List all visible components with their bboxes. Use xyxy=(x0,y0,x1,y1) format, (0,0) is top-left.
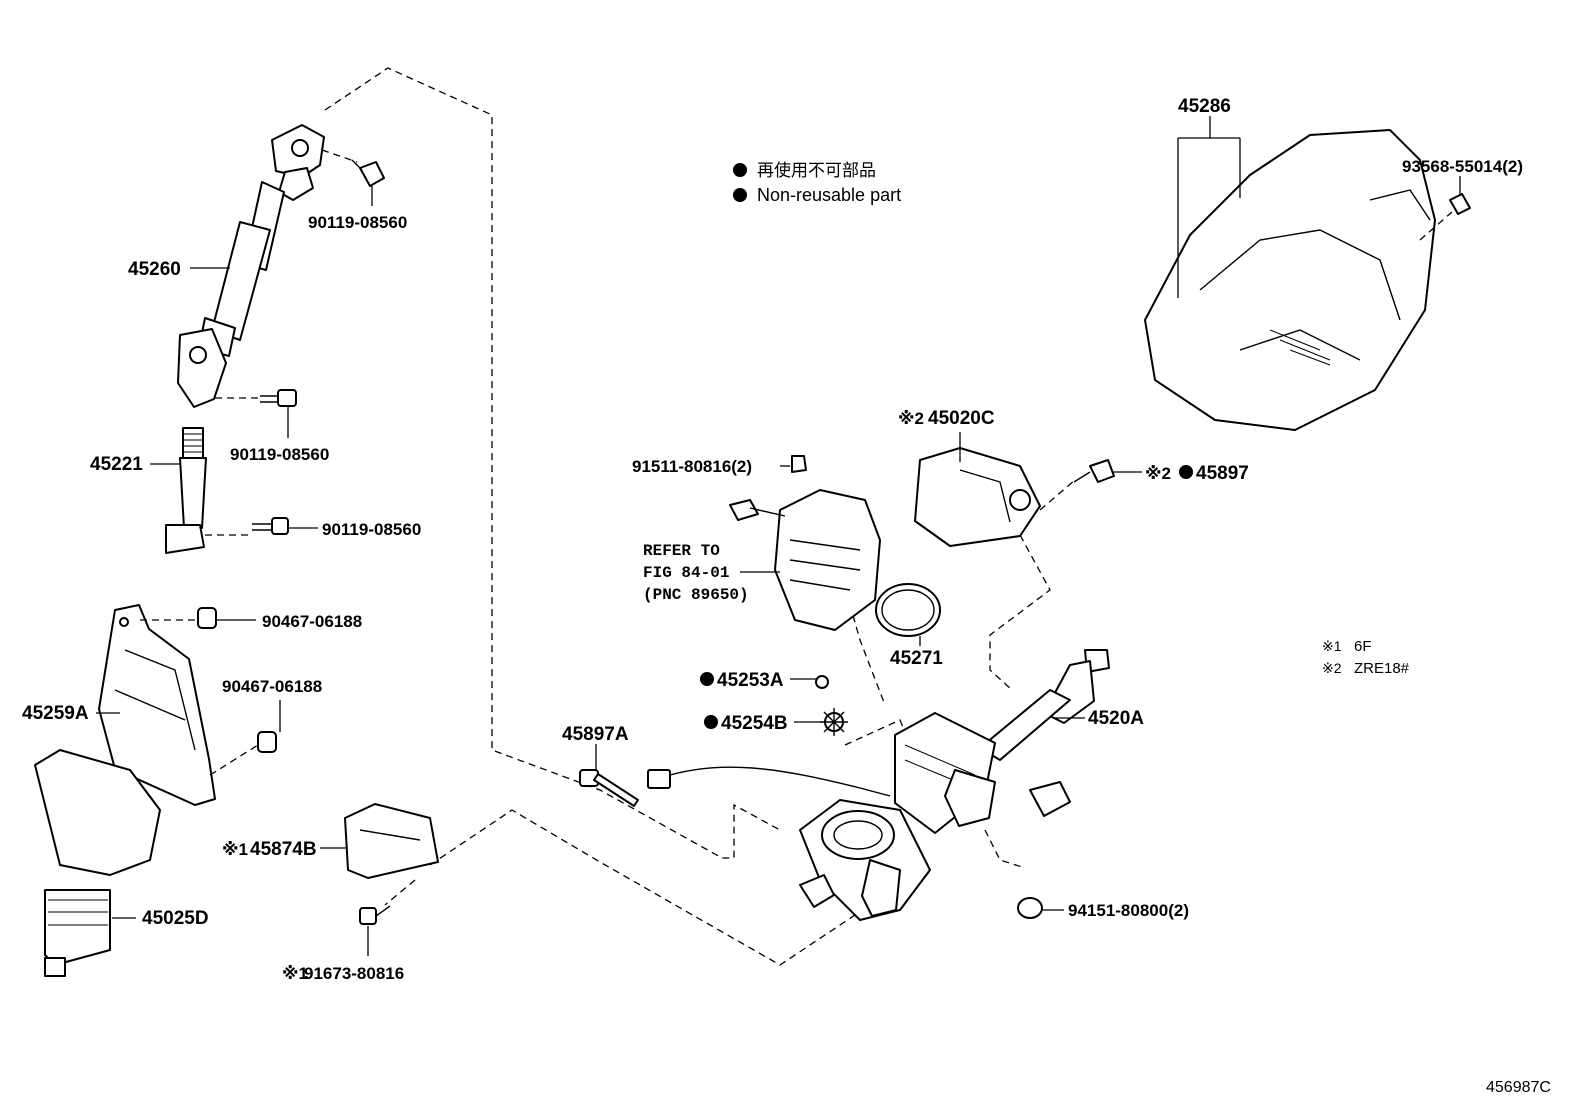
bracket-45874B xyxy=(344,803,439,879)
label-45897: 45897 xyxy=(1196,463,1249,484)
label-45221: 45221 xyxy=(90,454,143,475)
label-45020C-mark: ※2 xyxy=(898,409,924,428)
label-refer-line3: (PNC 89650) xyxy=(643,586,749,604)
clip-90467-a xyxy=(197,607,217,629)
label-45260: 45260 xyxy=(128,259,181,280)
legend-text-jp: 再使用不可部品 xyxy=(757,160,876,180)
label-45254B: 45254B xyxy=(721,713,788,734)
leader-45286 xyxy=(1177,116,1241,298)
legend-dot-2 xyxy=(733,188,747,202)
note-text-1: 6F xyxy=(1354,638,1372,655)
label-refer-line2: FIG 84-01 xyxy=(643,564,729,582)
legend-text-en: Non-reusable part xyxy=(757,185,901,205)
connector xyxy=(647,769,671,789)
note-mark-1: ※1 xyxy=(1322,638,1342,654)
label-90467-06188-a: 90467-06188 xyxy=(262,612,362,631)
ring-45271 xyxy=(875,583,941,637)
label-94151-80800: 94151-80800(2) xyxy=(1068,901,1189,920)
label-93568-55014: 93568-55014(2) xyxy=(1402,157,1523,176)
label-45897A: 45897A xyxy=(562,724,629,745)
label-90119-08560-c: 90119-08560 xyxy=(322,520,421,539)
figure-id: 456987C xyxy=(1486,1079,1551,1096)
label-90467-06188-b: 90467-06188 xyxy=(222,677,322,696)
note-mark-2: ※2 xyxy=(1322,660,1342,676)
bolt-90119-a xyxy=(351,159,385,187)
screw-45897 xyxy=(1073,459,1115,483)
label-45874B: 45874B xyxy=(250,839,317,860)
label-4520A: 4520A xyxy=(1088,708,1144,729)
part-45253A xyxy=(815,675,829,689)
label-refer-line1: REFER TO xyxy=(643,542,720,560)
label-90119-08560-b: 90119-08560 xyxy=(230,445,329,464)
nut-94151 xyxy=(1017,897,1043,919)
screw-93568 xyxy=(1449,193,1471,215)
label-91511-80816: 91511-80816(2) xyxy=(632,457,752,476)
label-45271: 45271 xyxy=(890,648,943,669)
cover-45259A xyxy=(98,604,216,806)
shaft-45221 xyxy=(165,427,207,554)
wire-harness xyxy=(659,766,891,797)
legend: 再使用不可部品 Non-reusable part xyxy=(733,160,901,205)
screw-91511 xyxy=(791,455,807,473)
part-45254B xyxy=(820,708,848,736)
non-reusable-dot-45253A xyxy=(700,672,714,686)
bolt-90119-c xyxy=(252,517,289,535)
bolt-91673 xyxy=(359,905,391,925)
label-45025D: 45025D xyxy=(142,908,209,929)
label-45874B-mark: ※1 xyxy=(222,840,248,859)
dashed-link-94151 xyxy=(984,829,1026,869)
bolt-90119-b xyxy=(260,389,297,407)
label-45253A: 45253A xyxy=(717,670,784,691)
label-45286: 45286 xyxy=(1178,96,1231,117)
housing-45020C xyxy=(914,447,1041,547)
intermediate-shaft-45260 xyxy=(177,124,325,408)
bolt-45897A xyxy=(579,769,639,807)
assembly-outline-dashed-right xyxy=(989,534,1051,691)
non-reusable-dot-45254B xyxy=(704,715,718,729)
steering-column-4520A xyxy=(799,649,1110,921)
label-45897-mark: ※2 xyxy=(1145,464,1171,483)
assembly-outline-dashed-lower xyxy=(429,809,901,966)
label-91673-80816: 91673-80816 xyxy=(304,964,404,983)
column-cover-45286 xyxy=(1144,129,1436,431)
label-45259A: 45259A xyxy=(22,703,89,724)
lock-unit-ref-89650 xyxy=(729,489,881,631)
assembly-outline-dashed xyxy=(324,67,781,859)
label-90119-08560-a: 90119-08560 xyxy=(308,213,407,232)
label-45020C: 45020C xyxy=(928,408,995,429)
legend-dot-1 xyxy=(733,163,747,177)
note-text-2: ZRE18# xyxy=(1354,660,1410,677)
clip-90467-b xyxy=(257,731,277,753)
non-reusable-dot-45897 xyxy=(1179,465,1193,479)
boot-45025D xyxy=(34,749,161,977)
label-91673-mark: ※1 xyxy=(282,964,308,983)
notes: ※1 6F ※2 ZRE18# xyxy=(1322,638,1410,677)
